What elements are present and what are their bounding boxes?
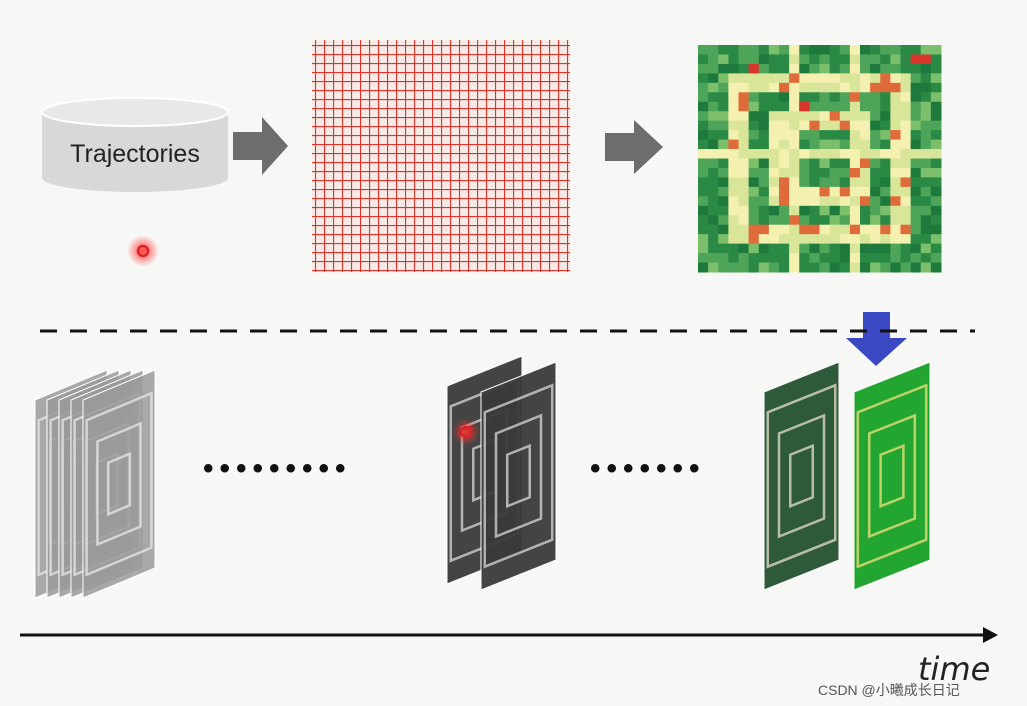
frame-dark-green bbox=[763, 361, 840, 591]
database-icon bbox=[41, 97, 229, 192]
time-arrow-icon bbox=[20, 627, 998, 643]
frame-stack-dark bbox=[446, 355, 557, 591]
ellipsis-dots: ••••••••• bbox=[203, 452, 352, 485]
ellipsis-dots: ••••••• bbox=[590, 452, 706, 485]
heatmap-image bbox=[698, 45, 942, 273]
location-marker-icon bbox=[127, 235, 159, 267]
location-marker-icon bbox=[452, 418, 480, 446]
frame-stack-gray bbox=[34, 369, 156, 599]
right-arrow-icon bbox=[605, 120, 663, 174]
time-axis-label: time bbox=[918, 650, 991, 688]
right-arrow-icon bbox=[233, 117, 288, 175]
frame-bright-green bbox=[853, 361, 931, 591]
red-grid-image bbox=[312, 40, 570, 272]
database-label: Trajectories bbox=[70, 140, 200, 168]
down-arrow-icon bbox=[846, 312, 907, 366]
watermark: CSDN @小曦成长日记 bbox=[818, 682, 960, 698]
